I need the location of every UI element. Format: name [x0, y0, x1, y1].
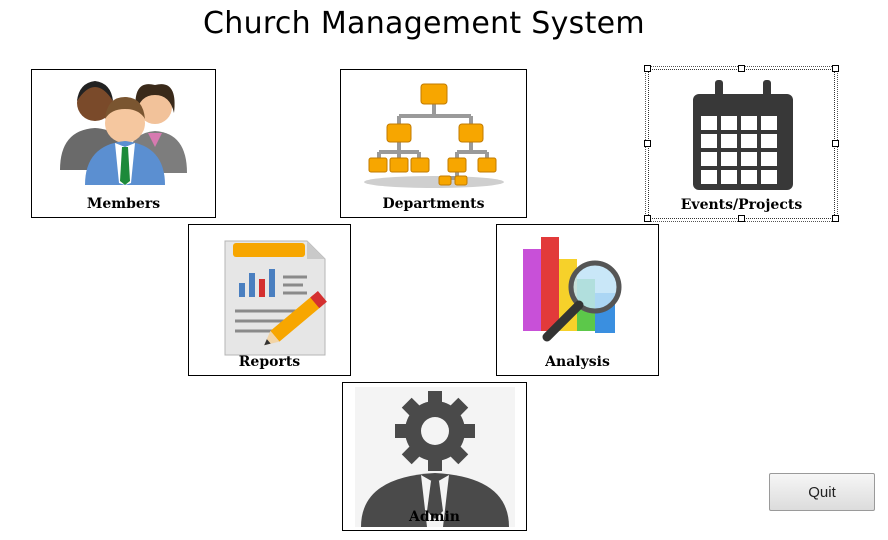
- report-document-icon: [224, 240, 327, 356]
- resize-handle[interactable]: [738, 65, 745, 72]
- org-chart-icon: [364, 83, 504, 188]
- analysis-label: Analysis: [545, 354, 610, 370]
- bar-chart-magnifier-icon: [523, 237, 622, 342]
- resize-handle[interactable]: [832, 65, 839, 72]
- resize-handle[interactable]: [644, 140, 651, 147]
- reports-button[interactable]: Reports: [188, 224, 351, 376]
- resize-handle[interactable]: [644, 215, 651, 222]
- reports-label: Reports: [238, 354, 301, 370]
- admin-button[interactable]: Admin: [342, 382, 527, 531]
- resize-handle[interactable]: [832, 215, 839, 222]
- analysis-button[interactable]: Analysis: [496, 224, 659, 376]
- resize-handle[interactable]: [644, 65, 651, 72]
- members-button[interactable]: Members: [31, 69, 216, 218]
- resize-handle[interactable]: [738, 215, 745, 222]
- members-label: Members: [86, 196, 161, 212]
- admin-gear-person-icon: [355, 387, 515, 527]
- calendar-icon: [693, 80, 793, 190]
- people-group-icon: [60, 81, 187, 185]
- events-projects-button[interactable]: Events/Projects: [645, 66, 838, 222]
- page-title: Church Management System: [203, 6, 645, 41]
- departments-button[interactable]: Departments: [340, 69, 527, 218]
- quit-button[interactable]: Quit: [769, 473, 875, 511]
- resize-handle[interactable]: [832, 140, 839, 147]
- admin-label: Admin: [409, 509, 460, 525]
- departments-label: Departments: [382, 196, 485, 212]
- events-projects-label: Events/Projects: [680, 197, 803, 213]
